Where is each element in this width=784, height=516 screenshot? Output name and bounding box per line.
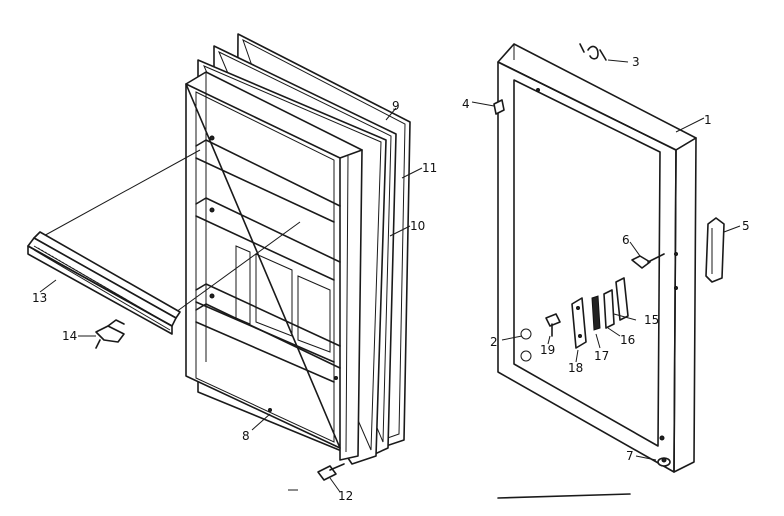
top-hinge: [579, 43, 607, 61]
door-stop: [615, 277, 629, 321]
callout-6: 6: [622, 233, 630, 247]
callout-17: 17: [594, 349, 609, 363]
handle-screw: [631, 253, 665, 269]
bottom-hinge-pin: [657, 457, 671, 467]
door-liner: [185, 71, 363, 461]
stop-shim: [591, 295, 601, 331]
callout-19: 19: [540, 343, 555, 357]
outer-door-panel: [497, 43, 697, 473]
callout-4: 4: [462, 97, 470, 111]
shelf-rail: [27, 231, 181, 335]
shelf-clip: [95, 319, 125, 349]
callout-2: 2: [490, 335, 498, 349]
callout-12: 12: [338, 489, 353, 503]
callout-10: 10: [410, 219, 425, 233]
leader-lines: [39, 59, 741, 493]
callout-5: 5: [742, 219, 750, 233]
callout-15: 15: [644, 313, 659, 327]
callout-14: 14: [62, 329, 77, 343]
callout-7: 7: [626, 449, 634, 463]
callout-11: 11: [422, 161, 437, 175]
door-stop-bracket: [571, 297, 587, 349]
hinge-bushing-top: [493, 99, 505, 115]
callout-16: 16: [620, 333, 635, 347]
callout-1: 1: [704, 113, 712, 127]
door-stop-screw: [317, 463, 345, 481]
callout-18: 18: [568, 361, 583, 375]
callout-9: 9: [392, 99, 400, 113]
callout-8: 8: [242, 429, 250, 443]
callout-3: 3: [632, 55, 640, 69]
bracket-screw: [545, 313, 561, 337]
door-handle: [705, 217, 725, 283]
stop-plate: [603, 289, 615, 329]
callout-13: 13: [32, 291, 47, 305]
